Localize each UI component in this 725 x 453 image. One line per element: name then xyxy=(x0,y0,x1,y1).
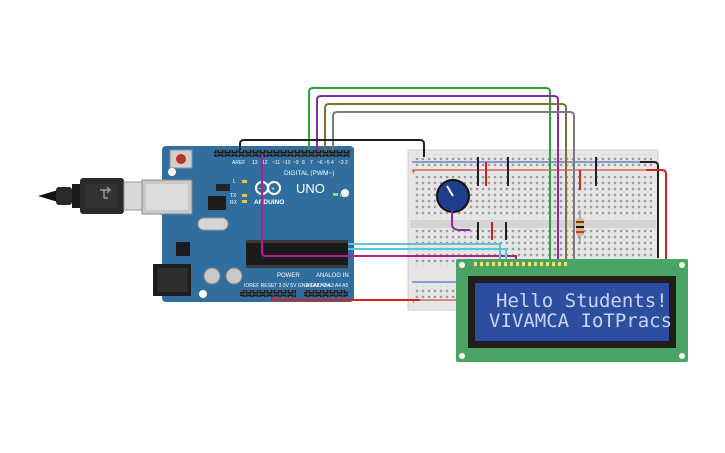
svg-text:+: + xyxy=(271,186,275,193)
svg-text:8: 8 xyxy=(302,160,305,166)
board-model: UNO xyxy=(296,181,325,196)
resistor[interactable] xyxy=(576,210,584,244)
digital-label: DIGITAL (PWM~) xyxy=(284,170,334,177)
svg-text:A0 A1 A2 A3 A4 A5: A0 A1 A2 A3 A4 A5 xyxy=(306,283,348,289)
svg-text:~6: ~6 xyxy=(317,160,323,166)
svg-text:12: 12 xyxy=(262,160,268,166)
svg-text:IOREF RESET 3.3V 5V GND GND Vi: IOREF RESET 3.3V 5V GND GND Vin xyxy=(244,283,330,289)
potentiometer[interactable] xyxy=(436,179,470,231)
on-label: ON xyxy=(340,193,348,199)
svg-text:AREF: AREF xyxy=(232,160,245,166)
svg-text:~11: ~11 xyxy=(272,160,280,166)
tx-label: TX xyxy=(230,193,237,199)
analog-label: ANALOG IN xyxy=(316,273,349,279)
usb-cable xyxy=(38,178,143,214)
svg-text:+: + xyxy=(411,169,416,176)
arduino-logo-text: ARDUINO xyxy=(254,199,284,206)
svg-text:7: 7 xyxy=(310,160,313,166)
lcd-screen xyxy=(475,283,669,341)
wires xyxy=(239,87,667,335)
svg-text:~3: ~3 xyxy=(338,160,344,166)
lcd-module[interactable]: Hello Students! VIVAMCA IoTPracs xyxy=(456,259,688,362)
lcd-line-2: VIVAMCA IoTPracs xyxy=(489,310,672,332)
analog-header[interactable] xyxy=(304,290,348,297)
svg-text:~10: ~10 xyxy=(282,160,291,166)
power-label: POWER xyxy=(277,273,300,279)
svg-text:~9: ~9 xyxy=(293,160,299,166)
l-label: L xyxy=(233,179,236,185)
reset-button[interactable] xyxy=(176,154,186,164)
lcd-line-1: Hello Students! xyxy=(496,290,668,312)
rx-label: RX xyxy=(230,200,238,206)
svg-text:4: 4 xyxy=(331,160,334,166)
svg-text:−: − xyxy=(258,186,262,193)
breadboard-jumpers xyxy=(477,157,597,240)
lcd-pin-header xyxy=(474,262,567,266)
svg-text:+: + xyxy=(411,298,416,305)
svg-text:~5: ~5 xyxy=(324,160,330,166)
digital-header[interactable] xyxy=(214,150,350,157)
svg-text:13: 13 xyxy=(252,160,258,166)
power-header[interactable] xyxy=(240,290,296,297)
svg-text:2: 2 xyxy=(345,160,348,166)
